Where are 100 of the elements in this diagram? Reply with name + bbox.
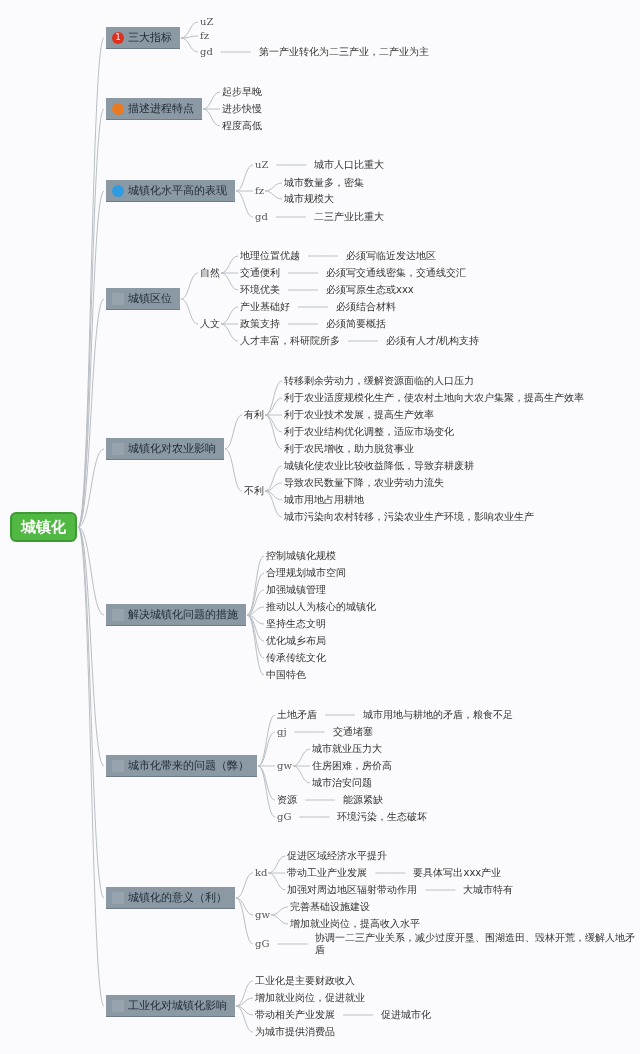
branch-line [235,190,254,218]
branch-text: 完善基础设施建设 [289,901,370,913]
branch-line [287,323,319,325]
branch-text: 带动工业产业发展 [287,867,368,879]
branch-line [246,614,265,642]
branch-line [257,765,276,767]
branch-line [257,714,276,767]
branch-text: 城市污染向农村转移，污染农业生产环境，影响农业生产 [284,511,534,523]
branch-text: 起步早晚 [222,86,262,98]
branch-line [77,190,105,528]
branch-text: 政策支持 [240,318,280,330]
branch-text: 增加就业岗位，促进就业 [255,992,365,1004]
branch-line [220,272,239,291]
branch-text: 城镇化使农业比较收益降低，导致弃耕废耕 [284,460,474,472]
branch-text: 不利 [244,485,264,497]
branch-text: 传承传统文化 [266,652,326,664]
branch-text: 交通堵塞 [332,726,373,738]
branch-text: 城市数量多，密集 [284,177,364,189]
branch-text: 环境污染，生态破坏 [337,811,428,823]
branch-line [180,298,199,325]
topic-label: 解决城镇化问题的措施 [128,606,238,623]
branch-text: 优化城乡布局 [266,635,326,647]
branch-line [235,897,254,916]
branch-text: 必须写交通线密集，交通线交汇 [326,267,466,279]
branch-line [264,397,283,416]
branch-text: 必须简要概括 [326,318,386,330]
branch-text: gj [277,726,287,738]
branch-text: 必须写原生态或xxx [326,284,414,296]
topic-box [106,180,235,202]
branch-text: 协调一二三产业关系，减少过度开垦、围湖造田、毁林开荒，缓解人地矛盾 [315,932,636,956]
topic-box [106,438,224,460]
topic-label: 工业化对城镇化影响 [128,997,227,1014]
branch-line [180,21,199,39]
branch-line [374,872,406,874]
branch-line [77,298,105,528]
branch-text: 二三产业比重大 [313,211,384,223]
branch-line [246,606,265,616]
branch-line [267,872,286,874]
branch-line [235,164,254,192]
branch-text: 中国特色 [266,669,306,681]
topic-label: 城镇化的意义（利） [128,889,227,906]
branch-line [220,323,239,325]
branch-line [276,943,308,945]
branch-line [77,526,105,767]
topic-label: 描述进程特点 [128,100,194,117]
branch-line [180,272,199,300]
branch-line [220,255,239,274]
branch-text: 住房困难，房价高 [311,760,392,772]
branch-line [257,731,276,767]
branch-text: 程度高低 [222,120,262,132]
branch-text: 利于农业适度规模化生产，使农村土地向大农户集聚，提高生产效率 [284,392,584,404]
branch-text: 资源 [277,794,297,806]
branch-line [257,765,276,818]
branch-text: 坚持生态文明 [266,618,326,630]
branch-text: 促进城市化 [381,1009,431,1021]
branch-line [264,182,283,192]
branch-text: 促进区域经济水平提升 [287,850,388,862]
branch-line [220,306,239,325]
branch-text: 必须结合材料 [336,301,396,313]
branch-line [342,1014,374,1016]
branch-text: 要具体写出xxx产业 [413,867,502,879]
topic-label: 城镇化对农业影响 [128,440,216,457]
branch-line [304,799,336,801]
branch-line [275,216,307,218]
branch-line [287,289,319,291]
branch-line [77,448,105,528]
branch-text: 转移剩余劳动力，缓解资源面临的人口压力 [284,375,474,387]
branch-text: kd [255,867,268,879]
badge-icon: 1 [112,31,124,44]
topic-box [106,995,235,1017]
branch-text: 环境优美 [240,284,280,296]
branch-line [246,572,265,616]
branch-text: gd [255,211,268,223]
branch-text: 大城市特有 [463,884,514,896]
branch-line [307,255,339,257]
branch-text: 地理位置优越 [240,250,300,262]
branch-line [424,889,456,891]
branch-line [246,614,265,676]
branch-line [235,980,254,1007]
branch-line [224,448,243,492]
branch-line [292,748,311,767]
branch-text: 产业基础好 [240,301,290,313]
branch-line [264,414,283,450]
topic-box [106,604,246,626]
branch-line [220,272,239,274]
branch-line [235,872,254,899]
branch-line [202,108,221,110]
branch-text: 城市人口比重大 [314,159,385,171]
branch-line [180,35,199,39]
branch-text: 控制城镇化规模 [266,550,336,562]
branch-line [224,414,243,450]
branch-text: 能源紧缺 [343,794,383,806]
branch-line [202,108,221,127]
branch-text: 利于农民增收，助力脱贫事业 [284,443,414,455]
branch-line [287,272,319,274]
branch-line [264,482,283,492]
branch-line [264,414,283,416]
branch-line [246,614,265,659]
branch-line [264,465,283,492]
topic-box [106,27,180,49]
